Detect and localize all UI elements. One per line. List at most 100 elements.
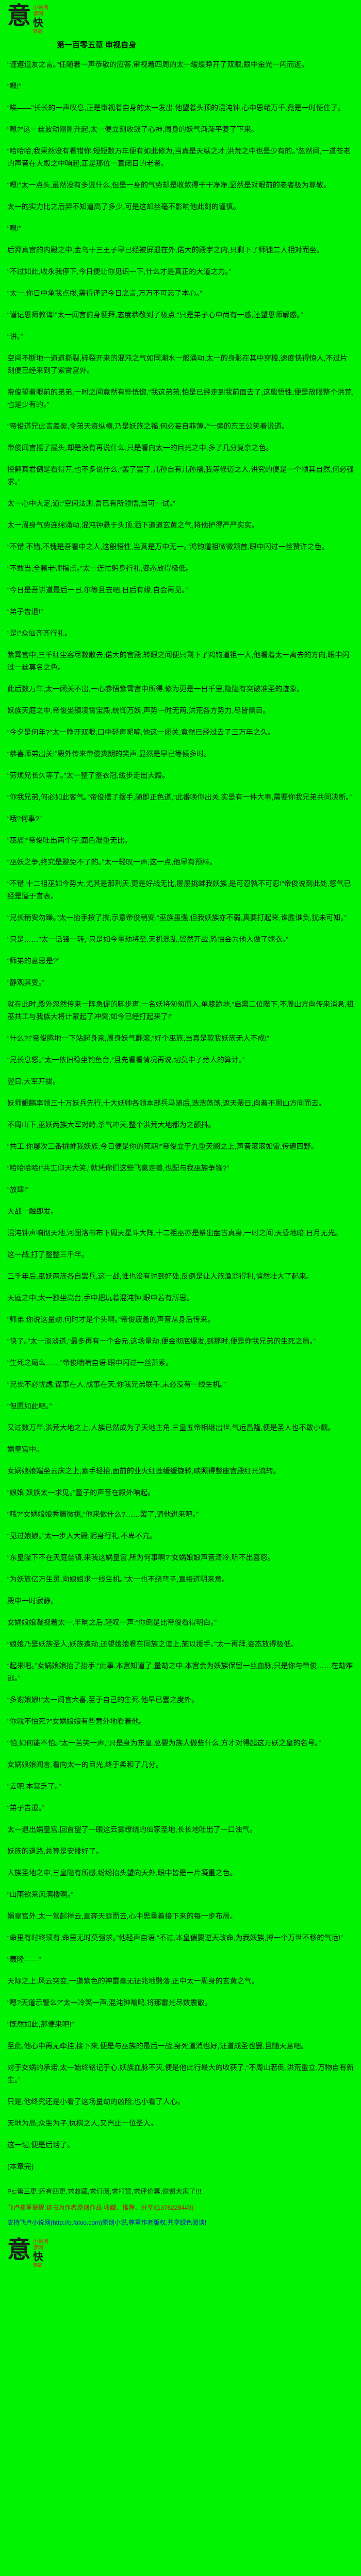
paragraph: “为妖族亿万生灵,向娘娘求一线生机。”太一也不绕弯子,直接道明来意。 [7, 1575, 229, 1583]
paragraph: 此后数万年,太一闭关不出,一心参悟紫霄宫中所得,修为更是一日千里,隐隐有突破准圣… [7, 685, 304, 693]
paragraph: “放肆!” [7, 1185, 29, 1194]
paragraph: 后羿真宫的内殿之中,金乌十三王子早已经被屏退在外,偌大的殿宇之内,只剩下了师徒二… [7, 246, 324, 254]
paragraph: “娘娘乃是妖族圣人,妖族遭劫,还望娘娘看在同族之谊上,施以援手。”太一再拜,姿态… [7, 1640, 298, 1648]
paragraph: “今夕是何年?”太一睁开双眼,口中轻声呢喃,他这一闭关,竟然已经过去了三万年之久… [7, 728, 275, 736]
logo-big-char: 意 [7, 3, 31, 29]
paragraph: “山雨欲来风满楼啊。” [7, 1890, 74, 1899]
paragraph: 妖师鲲鹏率领三十万妖兵先行,十大妖帅各领本部兵马随后,浩浩荡荡,遮天蔽日,向着不… [7, 1099, 326, 1107]
paragraph: 对于女娲的承诺,太一始终铭记于心,妖族血脉不灭,便是他此行最大的收获了,“不周山… [7, 2063, 354, 2084]
paragraph: “哈哈哈,我果然没有看错你,短短数万年便有如此修为,当真是天纵之才,洪荒之中也是… [7, 147, 351, 167]
paragraph: “弟子告退!” [7, 607, 43, 616]
paragraph: “帝俊道兄此言差矣,令弟天资纵横,乃是妖族之福,何必妄自菲薄。”一旁的东王公笑着… [7, 422, 289, 430]
author-ps-note: Ps:第三更,还有四更,求收藏,求订阅,求打赏,求评价票,谢谢大家了!!! [7, 2188, 202, 2195]
paragraph: “什么?!”帝俊腾地一下站起身来,周身妖气翻滚,“好个巫族,当真是欺我妖族无人不… [7, 1034, 269, 1042]
paragraph: “轰隆——” [7, 1955, 41, 1963]
paragraph: “起来吧。”女娲娘娘抬了抬手,“此事,本宫知道了,量劫之中,本宫会为妖族保留一丝… [7, 1662, 353, 1682]
paragraph: 这一战,打了整整三千年。 [7, 1250, 89, 1259]
paragraph: “是!”众仙齐齐行礼。 [7, 629, 72, 637]
paragraph: “命里有时终须有,命里无时莫强求。”他轻声自语,“不过,本皇偏要逆天改命,为我妖… [7, 1934, 343, 1942]
paragraph: “不过如此,收永我停下,今日便让你见识一下,什么才是真正的大道之力。” [7, 267, 231, 276]
paragraph: 紫霄宫中,三千红尘客尽数散去,偌大的宫殿,转眼之间便只剩下了鸿钧道祖一人,他看着… [7, 651, 350, 671]
site-logo-bottom[interactable]: 意 小说阅 读网 快 转载 [7, 2238, 354, 2268]
logo-line-1: 小说阅 [33, 5, 48, 11]
paragraph: “嗯!” [7, 224, 22, 232]
logo-line-2: 读网 [33, 11, 43, 17]
paragraph: “不错,不错,不愧是吾看中之人,这般悟性,当真是万中无一。”鸿钧道祖微微颔首,眼… [7, 543, 329, 551]
logo-side-text: 小说阅 读网 快 转载 [33, 4, 48, 34]
chapter-content: “谨遵道友之言。”任随着一声恭敬的应答,审视着四周的太一缓缓睁开了双眼,眼中金光… [7, 58, 354, 2173]
paragraph: “劳烦兄长久等了。”太一整了整衣冠,缓步走出大殿。 [7, 771, 170, 779]
paragraph: “师弟的意思是?” [7, 957, 60, 965]
paragraph: 天际之上,风云突变,一道紫色的神雷毫无征兆地劈落,正中太一周身的玄黄之气。 [7, 1977, 259, 1985]
paragraph: 天庭之中,太一独坐高台,手中把玩着混沌钟,眼中若有所思。 [7, 1294, 194, 1302]
paragraph: “恭喜师弟出关!”殿外传来帝俊爽朗的笑声,显然是早已等候多时。 [7, 750, 211, 758]
paragraph: 帝俊闻言摇了摇头,却是没有再说什么,只是看向太一的目光之中,多了几分复杂之色。 [7, 444, 273, 452]
logo-side-text: 小说阅 读网 快 转载 [33, 2238, 48, 2268]
paragraph: “只是……”太一话锋一转,“只是如今量劫将至,天机混乱,贸然开战,恐怕会为他人做… [7, 935, 289, 943]
paragraph: “谨遵道友之言。”任随着一声恭敬的应答,审视着四周的太一缓缓睁开了双眼,眼中金光… [7, 60, 309, 69]
paragraph: “娘娘,妖族太一求见。”童子的声音在殿外响起。 [7, 1488, 155, 1497]
paragraph: “哦?”女娲娘娘秀眉微挑,“他来做什么?……罢了,请他进来吧。” [7, 1510, 199, 1518]
site-logo-top[interactable]: 意 小说阅 读网 快 转载 [7, 3, 354, 35]
paragraph: “但愿如此吧。” [7, 1402, 52, 1410]
paragraph: 帝俊望着眼前的弟弟,一时之间竟然有些恍惚,“我这弟弟,怕是已经走到我前面去了,这… [7, 388, 354, 409]
paragraph: 只是,他终究还是小看了这场量劫的凶险,也小看了人心。 [7, 2097, 185, 2106]
paragraph: 太一的实力比之后羿不知道高了多少,可是这却丝毫不影响他此刻的谨慎。 [7, 202, 240, 211]
paragraph: 大战一触即发。 [7, 1207, 58, 1215]
paragraph: “讲。” [7, 332, 23, 341]
paragraph: 空间不断地一道道撕裂,碎裂开来的混沌之气如同潮水一般涌动,太一的身影在其中穿梭,… [7, 354, 348, 375]
paragraph: “嗯!” [7, 82, 22, 90]
paragraph: “兄长不必忧虑,谋事在人,成事在天,你我兄弟联手,未必没有一线生机。” [7, 1380, 226, 1388]
logo-line-1: 小说阅 [33, 2239, 48, 2245]
paragraph: “静观其变。” [7, 978, 45, 987]
site-support-link[interactable]: 支持飞卢小说网(http://b.faloo.com)原创小说,尊重作者版权,共… [7, 2219, 207, 2226]
paragraph: “今日是吾讲道最后一日,尔等且去吧,日后有缘,自会再见。” [7, 586, 188, 594]
logo-note: 转载 [33, 2263, 43, 2268]
paragraph: “哦?何事?” [7, 815, 42, 823]
paragraph: “快了。”太一淡淡道,“最多再有一个会元,这场量劫,便会彻底爆发,到那时,便是你… [7, 1337, 316, 1345]
paragraph: “巫族!”帝俊吐出两个字,面色凝重无比。 [7, 836, 132, 844]
paragraph: “唉——”长长的一声叹息,正是审视着自身的太一发出,他望着头顶的混沌钟,心中思绪… [7, 104, 345, 112]
paragraph: 女娲娘娘端坐云床之上,素手轻抬,面前的业火红莲缓缓旋转,映照得整座宫殿红光流转。 [7, 1467, 281, 1475]
paragraph: “弟子告退。” [7, 1804, 45, 1812]
paragraph: 妖族天庭之中,帝俊坐镇凌霄宝殿,统御万妖,声势一时无两,洪荒各方势力,尽皆侧目。 [7, 706, 270, 715]
paragraph: 女娲娘娘凝视着太一,半晌之后,轻叹一声:“你倒是比帝俊看得明白。” [7, 1618, 217, 1626]
paragraph: “东皇陛下不在天庭坐镇,来我这娲皇宫,所为何事啊?”女娲娘娘声音清冷,听不出喜怒… [7, 1553, 275, 1562]
paragraph: “既然如此,那便来吧!” [7, 2020, 74, 2028]
paragraph: 太一周身气势连绵涌动,混沌钟悬于头顶,洒下道道玄黄之气,将他护得严严实实。 [7, 521, 259, 529]
paragraph: 太一心中大定,道:“空间法则,吾已有所领悟,当可一试。” [7, 499, 175, 507]
logo-mid-char: 快 [33, 18, 43, 29]
paragraph: 混沌钟声响彻天地,河图洛书布下周天星斗大阵,十二祖巫亦是祭出盘古真身,一时之间,… [7, 1229, 342, 1237]
paragraph: 这一切,便是后话了。 [7, 2141, 74, 2149]
paragraph: “兄长息怒。”太一依旧稳坐钓鱼台,“且先看看情况再说,切莫中了旁人的算计。” [7, 1056, 245, 1064]
paragraph: 就在此时,殿外忽然传来一阵急促的脚步声,一名妖将匆匆而入,单膝跪地,“启禀二位陛… [7, 1000, 354, 1021]
paragraph: 妖族的退路,总算是安排好了。 [7, 1847, 103, 1855]
paragraph: 太一退出娲皇宫,回首望了一眼这云雾缭绕的仙家圣地,长长地吐出了一口浊气。 [7, 1825, 257, 1834]
paragraph: 娲皇宫中。 [7, 1445, 43, 1453]
paragraph: 娲皇宫外,太一驾起祥云,直奔天庭而去,心中思量着接下来的每一步布局。 [7, 1912, 237, 1920]
paragraph: “不错,十二祖巫如今势大,尤其是那刑天,更是好战无比,屡屡挑衅我妖族,是可忍孰不… [7, 879, 351, 900]
paragraph: 不周山下,巫妖两族大军对峙,杀气冲天,整个洪荒大地都为之颤抖。 [7, 1121, 216, 1129]
paragraph: 又过数万年,洪荒大地之上,人族已然成为了天地主角,三皇五帝相继出世,气运昌隆,便… [7, 1423, 335, 1432]
paragraph: “见过娘娘。”太一步入大殿,躬身行礼,不卑不亢。 [7, 1532, 157, 1540]
logo-big-char: 意 [7, 2236, 31, 2263]
paragraph: 至此,他心中再无牵挂,接下来,便是与巫族的最后一战,身死道消也好,证道成圣也罢,… [7, 2042, 308, 2050]
paragraph: “哈哈哈哈!”共工仰天大笑,“就凭你们这些飞禽走兽,也配与我巫族争锋?” [7, 1164, 229, 1172]
paragraph: “生死之局么……”帝俊喃喃自语,眼中闪过一丝萧索。 [7, 1359, 173, 1367]
paragraph: 控鹤真君倒是看得开,也不多说什么,“罢了罢了,儿孙自有儿孙福,我等修道之人,讲究… [7, 465, 354, 486]
paragraph: “怕,如何能不怕。”太一苦笑一声,“只是身为东皇,总要为族人做些什么,方才对得起… [7, 1739, 321, 1747]
paragraph: (本章完) [7, 2162, 34, 2171]
paragraph: “师弟,你说这量劫,何时才是个头啊。”帝俊疲惫的声音从身后传来。 [7, 1315, 215, 1324]
logo-mid-char: 快 [33, 2251, 43, 2263]
paragraph: “谨记恩师教诲!”太一闻言俯身便拜,态度恭敬到了极点,“只是弟子心中尚有一惑,还… [7, 311, 303, 319]
paragraph: “太一,你日中承我点拨,需得谨记今日之言,万万不可忘了本心。” [7, 289, 202, 297]
paragraph: 女娲娘娘闻言,看向太一的目光,终于柔和了几分。 [7, 1760, 163, 1769]
logo-note: 转载 [33, 29, 43, 34]
paragraph: 翌日,大军开拔。 [7, 1077, 60, 1086]
page-footer: Ps:第三更,还有四更,求收藏,求订阅,求打赏,求评价票,谢谢大家了!!! 飞卢… [7, 2186, 354, 2227]
paragraph: “嗯?”这一丝波动刚刚升起,太一便立刻收敛了心神,周身的妖气渐渐平复了下来。 [7, 125, 258, 133]
paragraph: “嗯!”太一点头,虽然没有多说什么,但是一身的气势却是收敛得干干净净,显然是对眼… [7, 181, 331, 189]
paragraph: 天地为局,众生为子,执棋之人,又岂止一位圣人。 [7, 2119, 158, 2127]
paragraph: 人族圣地之中,三皇隐有所感,纷纷抬头望向天外,眼中皆是一片凝重之色。 [7, 1869, 237, 1877]
